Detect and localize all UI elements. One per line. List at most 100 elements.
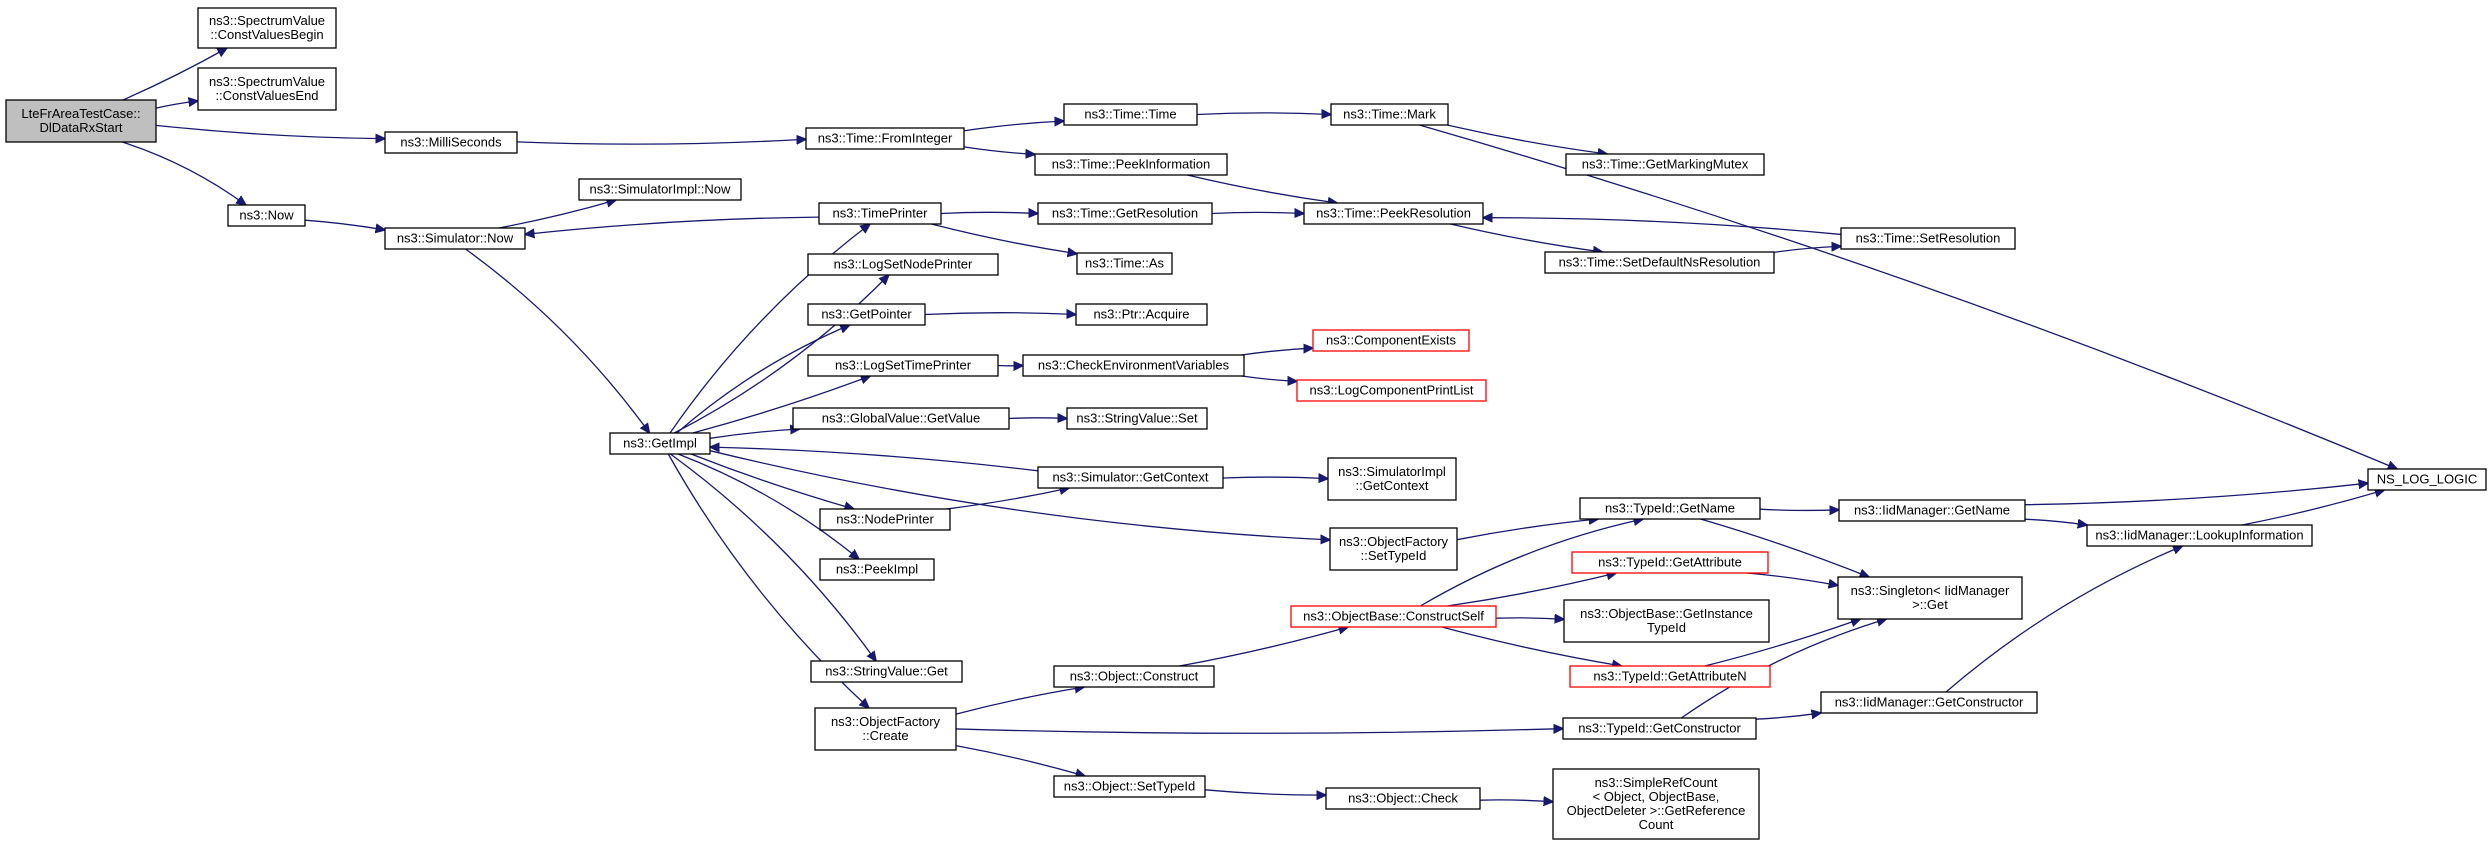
node-box: [1312, 329, 1470, 352]
node-svset[interactable]: ns3::StringValue::Set: [1066, 407, 1208, 430]
node-simimplgetctx[interactable]: ns3::SimulatorImpl::GetContext: [1327, 457, 1457, 501]
node-logcomplist[interactable]: ns3::LogComponentPrintList: [1296, 379, 1487, 402]
node-box: [819, 508, 951, 531]
call-edge-gvgetvalue-to-svset: [1008, 418, 1067, 419]
node-mark[interactable]: ns3::Time::Mark: [1330, 103, 1449, 126]
node-tidgetattr[interactable]: ns3::TypeId::GetAttribute: [1571, 551, 1769, 574]
node-label: TypeId: [1647, 620, 1686, 635]
node-label: ns3::PeekImpl: [836, 562, 918, 577]
node-box: [384, 131, 518, 154]
call-edge-getimpl-to-getptr: [676, 325, 850, 434]
call-edge-now-to-simnow: [304, 219, 385, 230]
node-box: [1840, 227, 2016, 250]
node-milli[interactable]: ns3::MilliSeconds: [384, 131, 518, 154]
node-box: [1303, 202, 1484, 225]
node-tidgetattrn[interactable]: ns3::TypeId::GetAttributeN: [1569, 665, 1771, 688]
node-ofcreate[interactable]: ns3::ObjectFactory::Create: [814, 707, 957, 751]
node-box: [814, 707, 957, 751]
node-ttime[interactable]: ns3::Time::Time: [1063, 103, 1198, 126]
node-root[interactable]: LteFrAreaTestCase::DlDataRxStart: [5, 99, 157, 143]
call-edge-tidgetattr-to-singleton: [1746, 572, 1838, 585]
node-getptr[interactable]: ns3::GetPointer: [807, 303, 926, 326]
node-cvb[interactable]: ns3::SpectrumValue::ConstValuesBegin: [197, 7, 337, 49]
node-box: [1579, 497, 1761, 520]
node-objconstruct[interactable]: ns3::Object::Construct: [1053, 665, 1215, 688]
node-checkenv[interactable]: ns3::CheckEnvironmentVariables: [1022, 354, 1245, 377]
node-box: [805, 127, 965, 150]
node-simnow[interactable]: ns3::Simulator::Now: [384, 227, 526, 250]
node-iidgetctor[interactable]: ns3::IidManager::GetConstructor: [1820, 691, 2038, 714]
node-label: Count: [1639, 817, 1674, 832]
node-peekinfo[interactable]: ns3::Time::PeekInformation: [1034, 153, 1228, 176]
node-box: [1296, 379, 1487, 402]
node-cve[interactable]: ns3::SpectrumValue::ConstValuesEnd: [197, 67, 337, 111]
node-label: ns3::ObjectBase::ConstructSelf: [1303, 609, 1484, 624]
node-singleton[interactable]: ns3::Singleton< IidManager >::Get: [1837, 576, 2023, 620]
node-box: [1066, 407, 1208, 430]
call-edge-getimpl-to-lognode: [673, 275, 888, 434]
node-setres[interactable]: ns3::Time::SetResolution: [1840, 227, 2016, 250]
node-label: >::Get: [1912, 597, 1948, 612]
node-timeprinter[interactable]: ns3::TimePrinter: [818, 202, 942, 225]
node-label: ns3::IidManager::LookupInformation: [2095, 528, 2303, 543]
node-lognode[interactable]: ns3::LogSetNodePrinter: [807, 253, 999, 276]
node-objcheck[interactable]: ns3::Object::Check: [1325, 787, 1481, 810]
node-box: [1820, 691, 2038, 714]
node-label: ns3::Object::SetTypeId: [1064, 779, 1196, 794]
node-nodeprinter[interactable]: ns3::NodePrinter: [819, 508, 951, 531]
node-label: ::GetContext: [1356, 478, 1429, 493]
call-edge-lookupinfo-to-nslog: [2242, 490, 2384, 526]
node-tidgetctor[interactable]: ns3::TypeId::GetConstructor: [1562, 717, 1757, 740]
node-getimpl[interactable]: ns3::GetImpl: [609, 432, 711, 455]
node-simplerefcount[interactable]: ns3::SimpleRefCount< Object, ObjectBase,…: [1552, 768, 1760, 840]
call-edge-obconstruct-to-tidgetname: [1420, 519, 1643, 607]
node-label: ns3::ObjectFactory: [1339, 534, 1449, 549]
node-label: ns3::Time::Time: [1084, 107, 1176, 122]
node-obconstruct[interactable]: ns3::ObjectBase::ConstructSelf: [1290, 605, 1497, 628]
node-svget[interactable]: ns3::StringValue::Get: [810, 660, 963, 683]
node-label: ns3::Time::SetDefaultNsResolution: [1559, 255, 1761, 270]
call-edge-tidgetname-to-singleton: [1700, 518, 1869, 577]
node-box: [197, 7, 337, 49]
call-edge-mark-to-nslog: [1419, 124, 2397, 469]
node-box: [1329, 527, 1458, 571]
node-objsettypeid[interactable]: ns3::Object::SetTypeId: [1053, 775, 1206, 798]
node-iidgetname[interactable]: ns3::IidManager::GetName: [1838, 499, 2026, 522]
node-box: [1076, 252, 1173, 275]
call-edge-root-to-milli: [155, 124, 385, 138]
node-label: ns3::GlobalValue::GetValue: [822, 411, 981, 426]
node-label: ns3::SimulatorImpl::Now: [590, 182, 731, 197]
node-tas[interactable]: ns3::Time::As: [1076, 252, 1173, 275]
call-edge-root-to-cve: [155, 101, 198, 109]
node-simimplnow[interactable]: ns3::SimulatorImpl::Now: [578, 178, 742, 201]
node-label: ns3::Time::SetResolution: [1856, 231, 2001, 246]
node-logtime[interactable]: ns3::LogSetTimePrinter: [807, 354, 999, 377]
node-gvgetvalue[interactable]: ns3::GlobalValue::GetValue: [792, 407, 1010, 430]
node-box: [227, 204, 306, 227]
node-getres[interactable]: ns3::Time::GetResolution: [1037, 202, 1213, 225]
node-tidgetname[interactable]: ns3::TypeId::GetName: [1579, 497, 1761, 520]
node-nslog[interactable]: NS_LOG_LOGIC: [2367, 468, 2487, 491]
node-peekres[interactable]: ns3::Time::PeekResolution: [1303, 202, 1484, 225]
call-edge-getimpl-to-nodeprinter: [690, 453, 854, 509]
call-edge-simnow-to-getimpl: [465, 248, 650, 433]
call-edge-ofcreate-to-objconstruct: [955, 687, 1084, 715]
node-now[interactable]: ns3::Now: [227, 204, 306, 227]
call-edge-obconstruct-to-obgetinst: [1495, 618, 1564, 619]
node-compexists[interactable]: ns3::ComponentExists: [1312, 329, 1470, 352]
node-acquire[interactable]: ns3::Ptr::Acquire: [1075, 303, 1208, 326]
call-edge-getimpl-to-logtime: [692, 376, 871, 434]
node-lookupinfo[interactable]: ns3::IidManager::LookupInformation: [2086, 524, 2313, 547]
node-peekimpl[interactable]: ns3::PeekImpl: [819, 558, 935, 581]
call-edge-simgetctx-to-getimpl: [710, 447, 1039, 472]
node-box: [1325, 787, 1481, 810]
node-label: ns3::LogSetNodePrinter: [834, 257, 973, 272]
node-getmutex[interactable]: ns3::Time::GetMarkingMutex: [1565, 153, 1765, 176]
node-fromint[interactable]: ns3::Time::FromInteger: [805, 127, 965, 150]
node-setdefres[interactable]: ns3::Time::SetDefaultNsResolution: [1544, 251, 1775, 274]
call-edge-objcheck-to-simplerefcount: [1479, 800, 1553, 802]
node-simgetctx[interactable]: ns3::Simulator::GetContext: [1037, 466, 1224, 489]
call-edge-setdefres-to-setres: [1773, 246, 1841, 253]
node-ofsettypeid[interactable]: ns3::ObjectFactory::SetTypeId: [1329, 527, 1458, 571]
